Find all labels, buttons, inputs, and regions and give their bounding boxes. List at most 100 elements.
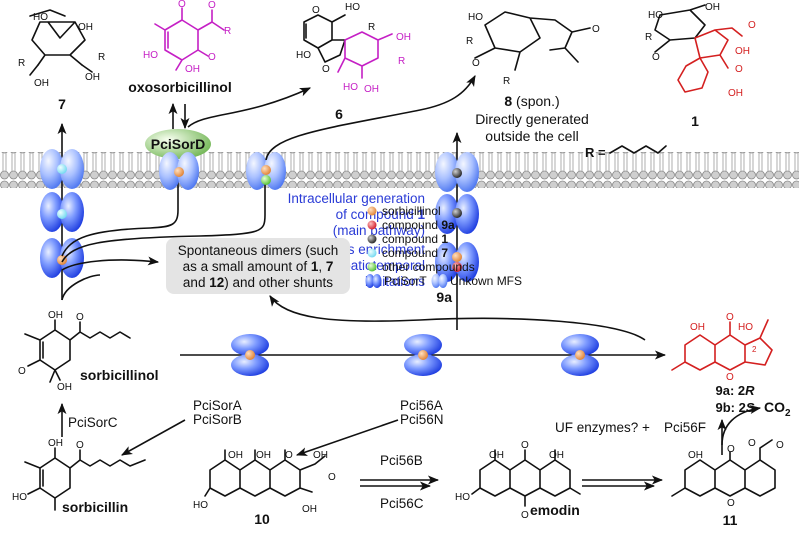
legend-unknown-mfs-label: Unkown MFS: [450, 274, 522, 288]
svg-text:R: R: [466, 36, 473, 47]
structure-sorbicillin: OH O HO: [12, 438, 146, 511]
svg-text:HO: HO: [648, 10, 663, 21]
svg-text:HO: HO: [296, 50, 311, 61]
svg-text:OH: OH: [728, 88, 743, 99]
label-compound-11: 11: [723, 512, 738, 528]
svg-text:OH: OH: [549, 450, 564, 461]
label-co2: CO2: [764, 399, 791, 419]
svg-text:R: R: [645, 32, 652, 43]
svg-text:O: O: [727, 444, 735, 455]
flow-to-spontaneous: [61, 256, 160, 271]
svg-text:OH: OH: [85, 72, 100, 83]
structure-6: O HO R HO O OH R HO OH: [296, 2, 411, 95]
cell-membrane: [0, 152, 799, 188]
svg-text:O: O: [726, 372, 734, 383]
label-pci56n: Pci56N: [400, 412, 444, 427]
label-pcisorb: PciSorB: [193, 412, 242, 427]
r-group-definition: R =: [585, 145, 667, 160]
pcisord-enzyme: PciSorD: [145, 129, 211, 159]
legend-unknown-mfs-icon: [431, 274, 448, 288]
annotation-intracellular-line2: of compound 1: [336, 207, 426, 222]
svg-text:OH: OH: [489, 450, 504, 461]
flow-to-membrane-transporter: [61, 178, 266, 263]
arrow-pcisorab: [121, 419, 186, 456]
svg-text:O: O: [748, 438, 756, 449]
svg-text:O: O: [735, 64, 743, 75]
svg-text:HO: HO: [12, 492, 27, 503]
transporter-pcisort-horizontal: [231, 334, 269, 376]
svg-text:HO: HO: [345, 2, 360, 13]
transporter-pcisort-right-lower: [435, 242, 479, 282]
svg-text:O: O: [472, 58, 480, 69]
svg-text:HO: HO: [343, 82, 358, 93]
spontaneous-dimers-box: Spontaneous dimers (such as a small amou…: [166, 238, 350, 294]
svg-text:O: O: [76, 440, 84, 451]
svg-text:O: O: [726, 312, 734, 323]
legend-marker: [367, 220, 377, 230]
structure-7: HO OH R OH R OH: [18, 9, 105, 89]
legend-label: compound 9a: [382, 218, 455, 232]
structure-oxosorbicillinol: O O R O HO OH: [143, 0, 231, 75]
svg-text:OH: OH: [34, 78, 49, 89]
svg-text:OH: OH: [364, 84, 379, 95]
transporter-membrane-left: [40, 149, 84, 189]
svg-text:OH: OH: [48, 310, 63, 321]
label-compound-1: 1: [691, 113, 699, 129]
svg-text:OH: OH: [48, 438, 63, 449]
svg-text:O: O: [521, 440, 529, 451]
legend-marker: [367, 248, 377, 258]
legend-label: compound 7: [382, 246, 448, 260]
spontaneous-line2: as a small amount of 1, 7: [183, 259, 334, 274]
spontaneous-line1: Spontaneous dimers (such: [178, 243, 339, 258]
svg-text:HO: HO: [33, 12, 48, 23]
arrow-co2-release: [721, 405, 762, 446]
svg-text:O: O: [18, 366, 26, 377]
svg-text:OH: OH: [57, 382, 72, 393]
svg-text:O: O: [592, 24, 600, 35]
legend-label: sorbicillinol: [382, 204, 441, 218]
structure-10: OH OH O OH O HO OH: [193, 449, 336, 515]
svg-text:OH: OH: [705, 2, 720, 13]
label-emodin: emodin: [530, 502, 580, 518]
svg-text:HO: HO: [455, 492, 470, 503]
svg-text:OH: OH: [78, 22, 93, 33]
svg-text:O: O: [652, 52, 660, 63]
label-pci56c: Pci56C: [380, 496, 424, 511]
svg-text:R: R: [398, 56, 405, 67]
svg-text:OH: OH: [313, 450, 328, 461]
arrow-pci56an: [295, 419, 399, 456]
svg-text:O: O: [208, 0, 216, 11]
legend-pcisort-label: PciSorT: [384, 274, 427, 288]
svg-text:OH: OH: [256, 450, 271, 461]
svg-text:OH: OH: [396, 32, 411, 43]
label-uf-enzymes: UF enzymes? +: [555, 420, 650, 435]
legend-marker: [367, 262, 377, 272]
flow-low-to-spontaneous: [61, 274, 101, 301]
structure-9a-9b: OH O HO O 2: [671, 312, 773, 383]
svg-text:O: O: [727, 498, 735, 509]
svg-text:OH: OH: [688, 450, 703, 461]
transporter-pcisort-horizontal: [404, 334, 442, 376]
pcisord-label: PciSorD: [151, 136, 205, 152]
svg-text:OH: OH: [690, 322, 705, 333]
svg-text:O: O: [521, 510, 529, 521]
svg-text:HO: HO: [143, 50, 158, 61]
svg-text:R: R: [224, 26, 231, 37]
svg-text:HO: HO: [738, 322, 753, 333]
svg-text:R: R: [368, 22, 375, 33]
arrow-9a-to-spontaneous: [269, 295, 646, 341]
arrow-to-6: [187, 87, 312, 128]
structure-8: HO R O R O: [466, 11, 600, 87]
label-sorbicillin: sorbicillin: [62, 499, 128, 515]
arrow-to-8: [265, 75, 476, 161]
legend-marker: [367, 206, 377, 216]
transporter-membrane-middle: [246, 152, 286, 190]
transporter-membrane-right: [435, 152, 479, 192]
label-compound-8-desc2: outside the cell: [485, 128, 578, 144]
svg-text:O: O: [328, 472, 336, 483]
svg-text:OH: OH: [228, 450, 243, 461]
legend-marker: [367, 234, 377, 244]
svg-text:O: O: [748, 20, 756, 31]
flow-to-pcisord: [61, 178, 179, 257]
